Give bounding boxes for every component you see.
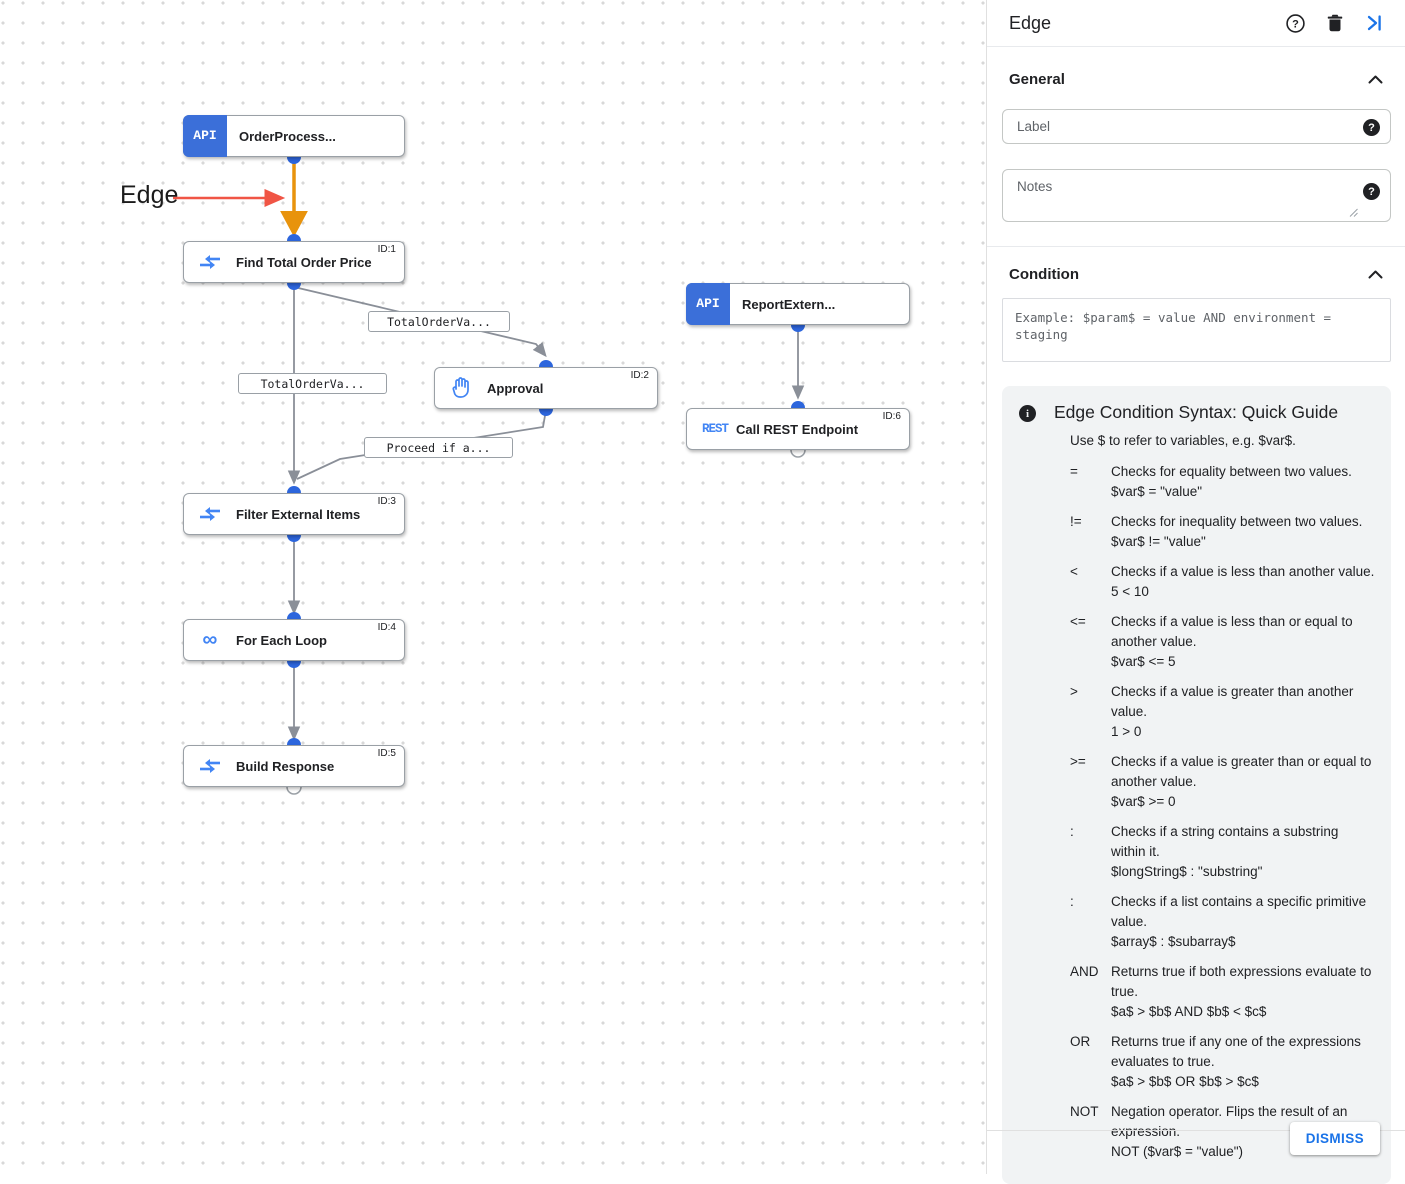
condition-field[interactable] — [1003, 299, 1390, 356]
guide-description: Checks if a value is less than or equal … — [1111, 614, 1353, 669]
node-label: ReportExtern... — [742, 296, 836, 312]
guide-rows: = Checks for equality between two values.… — [1070, 462, 1375, 1162]
hand-icon — [449, 377, 473, 399]
chevron-up-icon[interactable] — [1368, 270, 1383, 279]
help-icon[interactable]: ? — [1286, 13, 1305, 33]
edge-label-total-order-1[interactable]: TotalOrderVa... — [368, 311, 510, 332]
condition-field-wrap — [1002, 298, 1391, 362]
data-mapping-icon — [198, 757, 222, 775]
guide-row: OR Returns true if any one of the express… — [1070, 1032, 1375, 1092]
node-label: Approval — [487, 380, 544, 396]
node-id-badge: ID:6 — [882, 411, 901, 422]
node-label: Call REST Endpoint — [736, 421, 859, 437]
notes-field-wrap: ? — [1002, 169, 1391, 222]
delete-icon[interactable] — [1327, 14, 1343, 32]
guide-description: Checks if a value is greater than anothe… — [1111, 684, 1354, 739]
label-field-wrap: ? — [1002, 109, 1391, 144]
guide-operator: >= — [1070, 754, 1086, 769]
condition-syntax-guide: i Edge Condition Syntax: Quick Guide Use… — [1002, 386, 1391, 1184]
data-mapping-icon — [198, 253, 222, 271]
guide-row: = Checks for equality between two values.… — [1070, 462, 1375, 502]
condition-section-title: Condition — [1009, 265, 1079, 283]
node-order-process-trigger[interactable]: API OrderProcess... — [183, 114, 405, 157]
node-label: Build Response — [236, 758, 335, 774]
info-icon: i — [1019, 405, 1036, 422]
edge-label-total-order-2[interactable]: TotalOrderVa... — [238, 373, 387, 394]
guide-row: != Checks for inequality between two valu… — [1070, 512, 1375, 552]
general-section-header[interactable]: General — [987, 63, 1405, 95]
node-id-badge: ID:3 — [377, 496, 396, 507]
dismiss-button[interactable]: DISMISS — [1289, 1122, 1380, 1155]
guide-operator: < — [1070, 564, 1078, 579]
guide-row: <= Checks if a value is less than or equa… — [1070, 612, 1375, 672]
workflow-canvas[interactable]: Edge API OrderProcess... ID:1 Find Total… — [0, 0, 986, 1174]
node-find-total-order-price[interactable]: ID:1 Find Total Order Price — [183, 241, 405, 283]
guide-description: Returns true if both expressions evaluat… — [1111, 964, 1372, 1019]
label-field[interactable] — [1003, 110, 1390, 143]
guide-operator: = — [1070, 464, 1078, 479]
svg-text:?: ? — [1292, 18, 1299, 30]
guide-description: Checks if a list contains a specific pri… — [1111, 894, 1367, 949]
node-call-rest-endpoint[interactable]: ID:6 REST Call REST Endpoint — [686, 408, 910, 450]
label-help-icon[interactable]: ? — [1363, 119, 1380, 136]
collapse-panel-icon[interactable] — [1365, 14, 1383, 32]
condition-section-header[interactable]: Condition — [987, 258, 1405, 290]
guide-description: Negation operator. Flips the result of a… — [1111, 1104, 1348, 1159]
guide-row: > Checks if a value is greater than anoth… — [1070, 682, 1375, 742]
notes-help-icon[interactable]: ? — [1363, 183, 1380, 200]
panel-title: Edge — [1009, 12, 1052, 33]
guide-row: >= Checks if a value is greater than or e… — [1070, 752, 1375, 812]
panel-header: Edge ? — [987, 0, 1405, 47]
node-label: For Each Loop — [236, 632, 327, 648]
guide-title: Edge Condition Syntax: Quick Guide — [1054, 402, 1339, 422]
node-id-badge: ID:2 — [630, 370, 649, 381]
node-build-response[interactable]: ID:5 Build Response — [183, 745, 405, 787]
guide-operator: AND — [1070, 964, 1099, 979]
node-id-badge: ID:4 — [377, 622, 396, 633]
edge-label-proceed-if[interactable]: Proceed if a... — [364, 437, 513, 458]
guide-description: Checks if a value is less than another v… — [1111, 564, 1375, 599]
panel-footer: DISMISS — [987, 1122, 1405, 1155]
guide-operator: != — [1070, 514, 1082, 529]
guide-description: Checks for inequality between two values… — [1111, 514, 1363, 549]
guide-description: Checks if a value is greater than or equ… — [1111, 754, 1372, 809]
guide-row: < Checks if a value is less than another … — [1070, 562, 1375, 602]
edges-layer — [173, 150, 806, 795]
guide-row: NOT Negation operator. Flips the result o… — [1070, 1102, 1375, 1162]
guide-subtitle: Use $ to refer to variables, e.g. $var$. — [1070, 433, 1296, 448]
node-label: OrderProcess... — [239, 128, 336, 144]
node-for-each-loop[interactable]: ID:4 ∞ For Each Loop — [183, 619, 405, 661]
node-id-badge: ID:1 — [377, 244, 396, 255]
guide-operator: > — [1070, 684, 1078, 699]
notes-field[interactable] — [1003, 170, 1390, 216]
node-approval[interactable]: ID:2 Approval — [434, 367, 658, 409]
guide-operator: : — [1070, 824, 1074, 839]
guide-operator: <= — [1070, 614, 1086, 629]
loop-icon: ∞ — [202, 628, 218, 651]
node-label: Filter External Items — [236, 506, 361, 522]
guide-operator: NOT — [1070, 1104, 1099, 1119]
edge-annotation-label: Edge — [120, 181, 179, 209]
guide-row: : Checks if a string contains a substring… — [1070, 822, 1375, 882]
api-trigger-icon: API — [183, 114, 227, 157]
edge-config-panel: Edge ? — [986, 0, 1405, 1184]
guide-description: Checks for equality between two values.$… — [1111, 464, 1352, 499]
rest-icon: REST — [701, 422, 729, 436]
node-id-badge: ID:5 — [377, 748, 396, 759]
chevron-up-icon[interactable] — [1368, 75, 1383, 84]
data-mapping-icon — [198, 505, 222, 523]
guide-row: : Checks if a list contains a specific pr… — [1070, 892, 1375, 952]
general-section-title: General — [1009, 70, 1065, 88]
guide-row: AND Returns true if both expressions eval… — [1070, 962, 1375, 1022]
guide-description: Checks if a string contains a substring … — [1111, 824, 1339, 879]
node-label: Find Total Order Price — [236, 254, 372, 270]
guide-description: Returns true if any one of the expressio… — [1111, 1034, 1361, 1089]
node-report-external-trigger[interactable]: API ReportExtern... — [686, 282, 910, 325]
section-divider — [987, 246, 1405, 247]
guide-operator: OR — [1070, 1034, 1091, 1049]
api-trigger-icon: API — [686, 282, 730, 325]
node-filter-external-items[interactable]: ID:3 Filter External Items — [183, 493, 405, 535]
guide-operator: : — [1070, 894, 1074, 909]
